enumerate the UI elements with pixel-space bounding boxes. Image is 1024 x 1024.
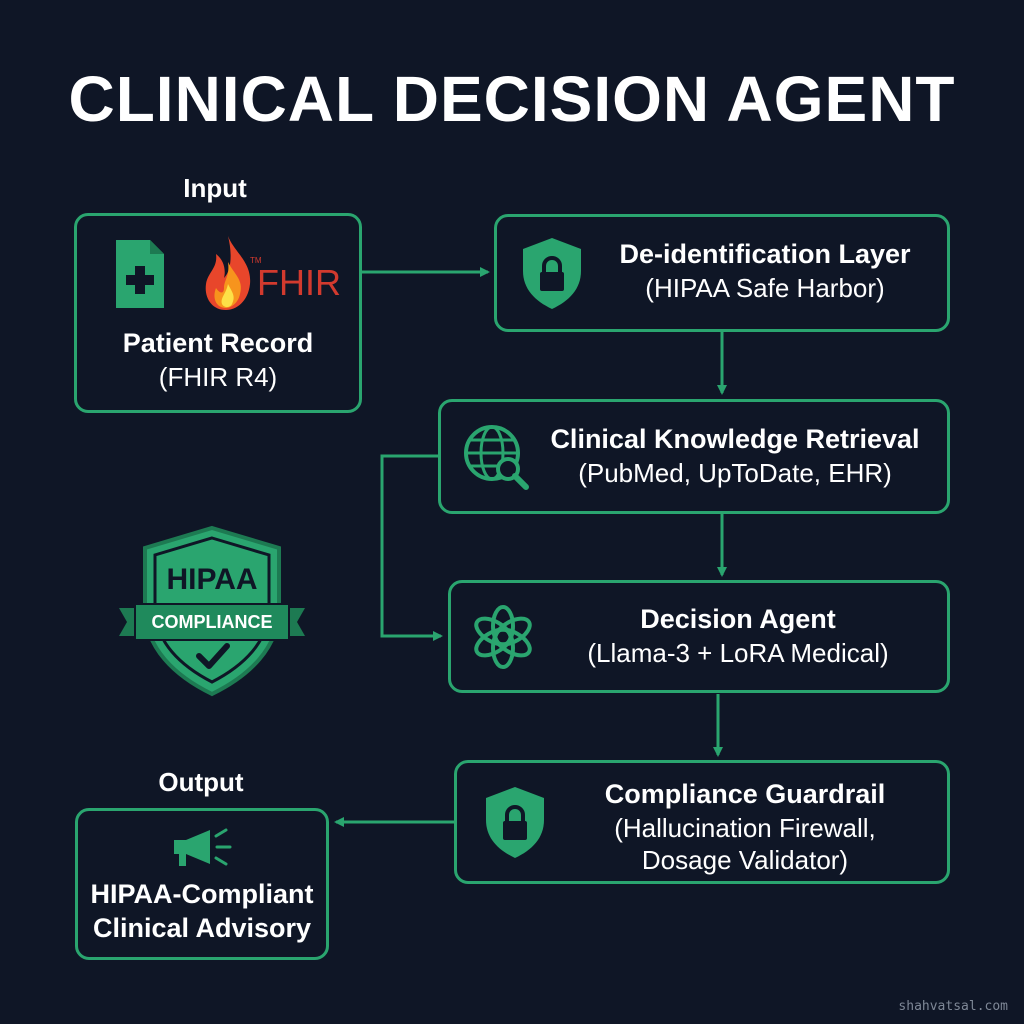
deidentification-box	[494, 214, 950, 332]
arrow-retrieval-loop-to-agent	[380, 454, 443, 641]
hipaa-compliance-badge	[119, 525, 305, 697]
guardrail-title: Compliance Guardrail	[604, 779, 886, 809]
retrieval-title: Clinical Knowledge Retrieval	[550, 424, 920, 454]
fhir-flame-logo	[205, 236, 251, 310]
output-line2: Clinical Advisory	[92, 912, 312, 943]
retrieval-subtitle: (PubMed, UpToDate, EHR)	[578, 457, 892, 488]
deidentification-title: De-identification Layer	[619, 239, 911, 269]
page-title: CLINICAL DECISION AGENT	[68, 63, 956, 135]
medical-document-icon	[116, 240, 164, 308]
decision-agent-box	[448, 580, 950, 693]
fhir-logo-text: FHIR	[257, 262, 341, 303]
watermark: shahvatsal.com	[898, 999, 1008, 1014]
input-box-text: Patient Record (FHIR R4)	[80, 327, 356, 393]
fhir-logo-tm: TM	[250, 256, 262, 265]
output-box-text: HIPAA-Compliant Clinical Advisory	[80, 878, 324, 946]
badge-compliance-text: COMPLIANCE	[151, 612, 273, 632]
ai-knot-icon	[474, 605, 532, 669]
input-label: Input	[183, 173, 247, 203]
megaphone-icon	[174, 828, 232, 866]
retrieval-text: Clinical Knowledge Retrieval (PubMed, Up…	[535, 423, 935, 489]
globe-search-icon	[464, 425, 529, 490]
guardrail-text: Compliance Guardrail (Hallucination Fire…	[560, 778, 930, 877]
input-box-title: Patient Record	[122, 328, 314, 358]
retrieval-box	[438, 399, 950, 514]
checkmark-icon	[196, 643, 230, 669]
guardrail-subtitle-line2: Dosage Validator)	[641, 845, 849, 876]
output-line1: HIPAA-Compliant	[90, 879, 314, 909]
decision-agent-title: Decision Agent	[640, 604, 836, 634]
deidentification-subtitle: (HIPAA Safe Harbor)	[645, 272, 885, 303]
deidentification-text: De-identification Layer (HIPAA Safe Harb…	[590, 238, 940, 304]
shield-lock-icon	[523, 238, 581, 309]
shield-lock-icon	[486, 787, 544, 858]
badge-hipaa-text: HIPAA	[166, 563, 258, 596]
decision-agent-subtitle: (Llama-3 + LoRA Medical)	[587, 637, 889, 668]
output-box	[75, 808, 329, 960]
guardrail-subtitle-line1: (Hallucination Firewall,	[614, 812, 876, 843]
input-box-subtitle: (FHIR R4)	[158, 361, 278, 392]
output-label: Output	[158, 767, 244, 797]
decision-agent-text: Decision Agent (Llama-3 + LoRA Medical)	[548, 603, 928, 669]
